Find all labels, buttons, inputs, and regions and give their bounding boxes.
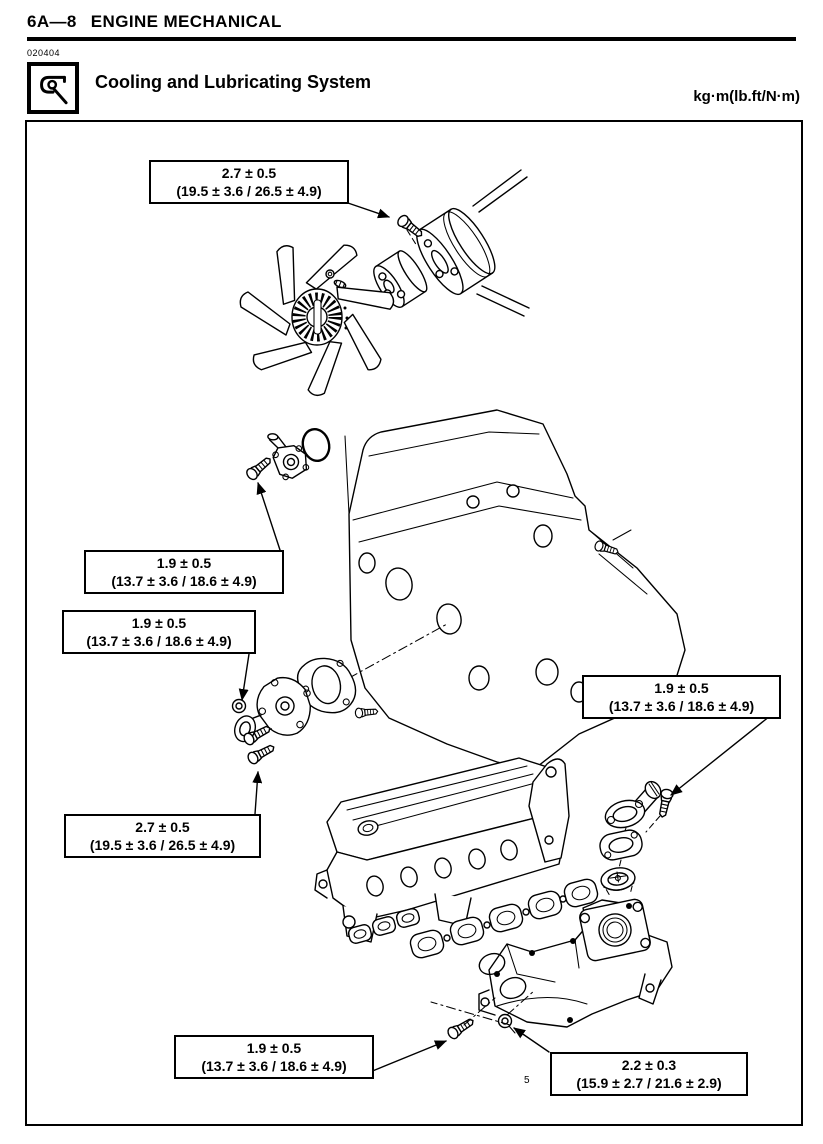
manifold-bolt (445, 1014, 477, 1042)
bypass-bolt (354, 706, 379, 719)
cylinder-head-assembly (314, 757, 599, 959)
torque-value-alt: (19.5 ± 3.6 / 26.5 ± 4.9) (89, 837, 236, 853)
torque-value: 1.9 ± 0.5 (246, 1040, 302, 1056)
thermostat (600, 867, 636, 895)
leader-fan-bolt (344, 201, 390, 219)
intake-manifold (478, 898, 673, 1028)
leader-inlet-bolt (256, 482, 281, 551)
units-note: kg·m(lb.ft/N·m) (693, 88, 800, 105)
bolt-assembly-line (463, 997, 496, 1026)
page-title: Cooling and Lubricating System (95, 72, 372, 92)
water-outlet-group (599, 780, 675, 895)
service-icon-box (27, 62, 79, 114)
torque-label-fan-pulley-bolt: 2.7 ± 0.5 (19.5 ± 3.6 / 26.5 ± 4.9) (149, 160, 349, 204)
torque-value: 2.7 ± 0.5 (135, 819, 190, 835)
coolant-inlet-fitting (267, 433, 310, 481)
torque-label-manifold-bolt: 1.9 ± 0.5 (13.7 ± 3.6 / 18.6 ± 4.9) (174, 1035, 374, 1079)
page-header: 6A—8 ENGINE MECHANICAL (27, 12, 282, 32)
fan-pulley-assembly (239, 169, 530, 397)
fan-set-bolt (325, 269, 347, 289)
leader-pump-bolt (252, 771, 263, 815)
intake-manifold-gasket (409, 878, 599, 959)
torque-value: 1.9 ± 0.5 (131, 615, 187, 631)
leader-lines (238, 201, 776, 1073)
fan-spacer (373, 250, 428, 308)
water-outlet-gasket (599, 829, 643, 861)
diagram-frame: 5 2.7 ± 0.5 (19.5 ± 3.6 / 26.5 ± 4.9) 1.… (25, 120, 803, 1126)
section-code: 6A—8 (27, 12, 77, 31)
exhaust-manifold-gasket (347, 908, 421, 944)
water-outlet-elbow (604, 780, 662, 829)
torque-value-alt: (13.7 ± 3.6 / 18.6 ± 4.9) (111, 573, 257, 589)
inlet-bolt (243, 453, 275, 483)
torque-label-coolant-inlet-bolt: 1.9 ± 0.5 (13.7 ± 3.6 / 18.6 ± 4.9) (84, 550, 284, 594)
leader-outlet-bolt (670, 711, 776, 796)
engine-hanger-bracket (528, 758, 570, 863)
wrench-icon (40, 75, 68, 105)
torque-label-manifold-nut: 2.2 ± 0.3 (15.9 ± 2.7 / 21.6 ± 2.9) (550, 1052, 748, 1096)
inlet-o-ring (301, 427, 331, 463)
torque-value: 2.2 ± 0.3 (621, 1057, 677, 1073)
carburetor-flange (579, 898, 651, 962)
leader-pump-washer (238, 653, 250, 701)
label-extension-line (430, 1001, 511, 1026)
header-rule (27, 37, 796, 41)
torque-value-alt: (19.5 ± 3.6 / 26.5 ± 4.9) (176, 183, 322, 199)
torque-label-water-pump-bolt: 2.7 ± 0.5 (19.5 ± 3.6 / 26.5 ± 4.9) (64, 814, 261, 858)
figure-code: 020404 (27, 48, 61, 58)
torque-value: 1.9 ± 0.5 (654, 680, 709, 696)
leader-manifold-bolt (369, 1040, 447, 1073)
torque-label-pump-washer-bolt: 1.9 ± 0.5 (13.7 ± 3.6 / 18.6 ± 4.9) (62, 610, 256, 654)
cylinder-head (314, 813, 568, 943)
water-pump-group (231, 623, 448, 767)
torque-label-water-outlet-bolt: 1.9 ± 0.5 (13.7 ± 3.6 / 18.6 ± 4.9) (582, 675, 781, 719)
torque-value-alt: (15.9 ± 2.7 / 21.6 ± 2.9) (576, 1075, 722, 1091)
torque-value-alt: (13.7 ± 3.6 / 18.6 ± 4.9) (86, 633, 232, 649)
water-pump-gasket (296, 657, 357, 714)
pulley-bolt (395, 212, 426, 241)
fan-pulley (416, 207, 496, 296)
pump-washer (231, 698, 247, 714)
torque-value-alt: (13.7 ± 3.6 / 18.6 ± 4.9) (201, 1058, 347, 1074)
torque-value-alt: (13.7 ± 3.6 / 18.6 ± 4.9) (608, 698, 755, 714)
leader-manifold-nut (513, 1027, 550, 1053)
cooling-fan (239, 244, 395, 397)
pulley-bolt-assembly-line (406, 229, 418, 247)
fan-clutch-hub (291, 288, 349, 346)
torque-value: 2.7 ± 0.5 (221, 165, 277, 181)
nut-assembly-line (506, 989, 536, 1016)
pump-assembly-line (348, 623, 448, 679)
section-name: ENGINE MECHANICAL (90, 12, 282, 31)
torque-value: 1.9 ± 0.5 (156, 555, 212, 571)
drive-belt (472, 169, 530, 317)
stray-mark: 5 (524, 1075, 530, 1086)
fan-blades (239, 244, 395, 397)
